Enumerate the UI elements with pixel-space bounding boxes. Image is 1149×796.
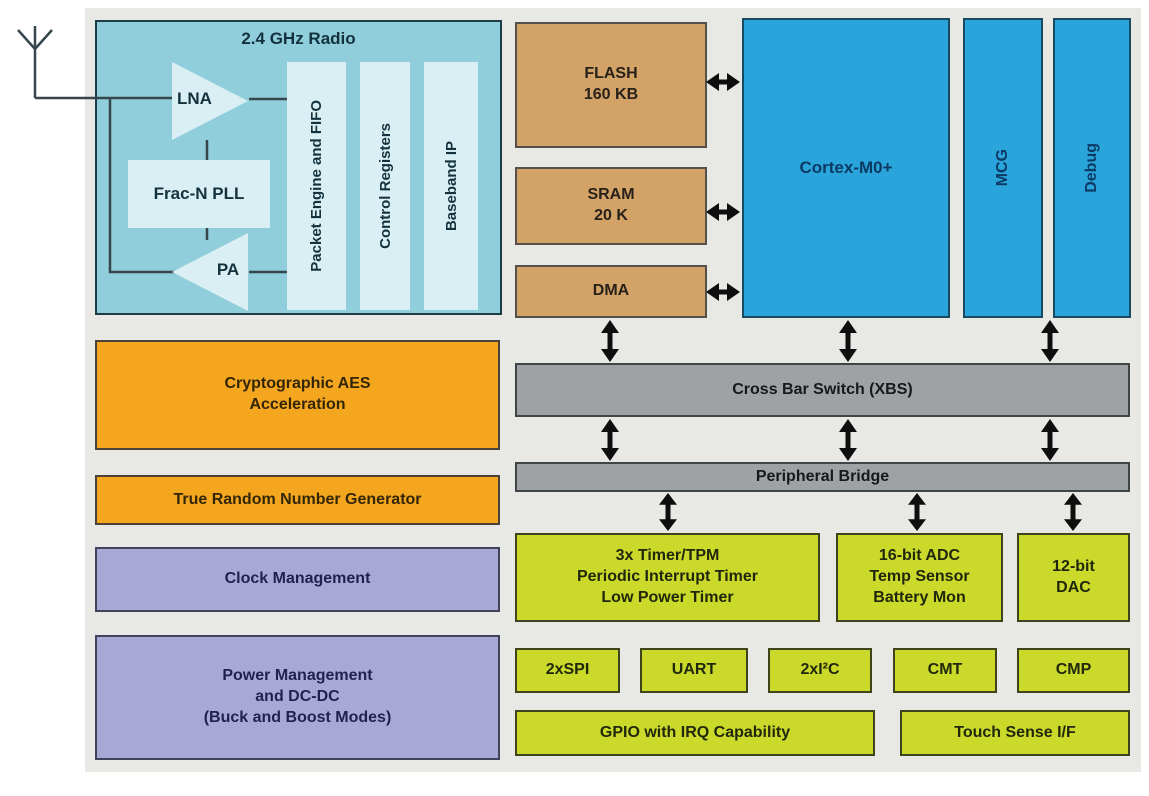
debug-label: Debug [1082, 143, 1100, 193]
sram-block: SRAM 20 K [515, 167, 707, 245]
radio-title: 2.4 GHz Radio [241, 29, 356, 48]
bidir-arrow-icon [1041, 320, 1059, 362]
frac-n-pll-block: Frac-N PLL [128, 160, 270, 228]
trng-block: True Random Number Generator [95, 475, 500, 525]
packet-engine-fifo-bar: Packet Engine and FIFO [287, 62, 346, 310]
mcg-block: MCG [963, 18, 1043, 318]
dma-block: DMA [515, 265, 707, 318]
baseband-ip-label: Baseband IP [442, 140, 460, 232]
aes-block: Cryptographic AES Acceleration [95, 340, 500, 450]
peripheral-bridge-bar: Peripheral Bridge [515, 462, 1130, 492]
mcg-label: MCG [993, 149, 1011, 187]
bidir-arrow-icon [706, 203, 740, 221]
spi-block: 2xSPI [515, 648, 620, 693]
uart-block: UART [640, 648, 748, 693]
bidir-arrow-icon [601, 419, 619, 461]
flash-block: FLASH 160 KB [515, 22, 707, 148]
bidir-arrow-icon [839, 419, 857, 461]
bidir-arrow-icon [706, 283, 740, 301]
pa-label: PA [216, 260, 240, 279]
crossbar-switch-bar: Cross Bar Switch (XBS) [515, 363, 1130, 417]
baseband-ip-bar: Baseband IP [424, 62, 478, 310]
adc-block: 16-bit ADC Temp Sensor Battery Mon [836, 533, 1003, 622]
bidir-arrow-icon [706, 73, 740, 91]
bidir-arrow-icon [839, 320, 857, 362]
control-registers-bar: Control Registers [360, 62, 410, 310]
touch-sense-block: Touch Sense I/F [900, 710, 1130, 756]
gpio-block: GPIO with IRQ Capability [515, 710, 875, 756]
cmp-block: CMP [1017, 648, 1130, 693]
dac-block: 12-bit DAC [1017, 533, 1130, 622]
timers-block: 3x Timer/TPM Periodic Interrupt Timer Lo… [515, 533, 820, 622]
i2c-block: 2xI²C [768, 648, 872, 693]
bidir-arrow-icon [1064, 493, 1082, 531]
bidir-arrow-icon [1041, 419, 1059, 461]
control-registers-label: Control Registers [376, 123, 394, 249]
packet-engine-fifo-label: Packet Engine and FIFO [308, 100, 325, 272]
bidir-arrow-icon [659, 493, 677, 531]
bidir-arrow-icon [601, 320, 619, 362]
lna-label: LNA [177, 89, 212, 108]
clock-management-block: Clock Management [95, 547, 500, 612]
power-management-block: Power Management and DC-DC (Buck and Boo… [95, 635, 500, 760]
antenna-icon [17, 26, 53, 98]
debug-block: Debug [1053, 18, 1131, 318]
bidir-arrow-icon [908, 493, 926, 531]
radio-internals: 2.4 GHz Radio LNA Frac-N PLL PA Packet E… [95, 20, 502, 315]
cortex-m0-block: Cortex-M0+ [742, 18, 950, 318]
cmt-block: CMT [893, 648, 997, 693]
